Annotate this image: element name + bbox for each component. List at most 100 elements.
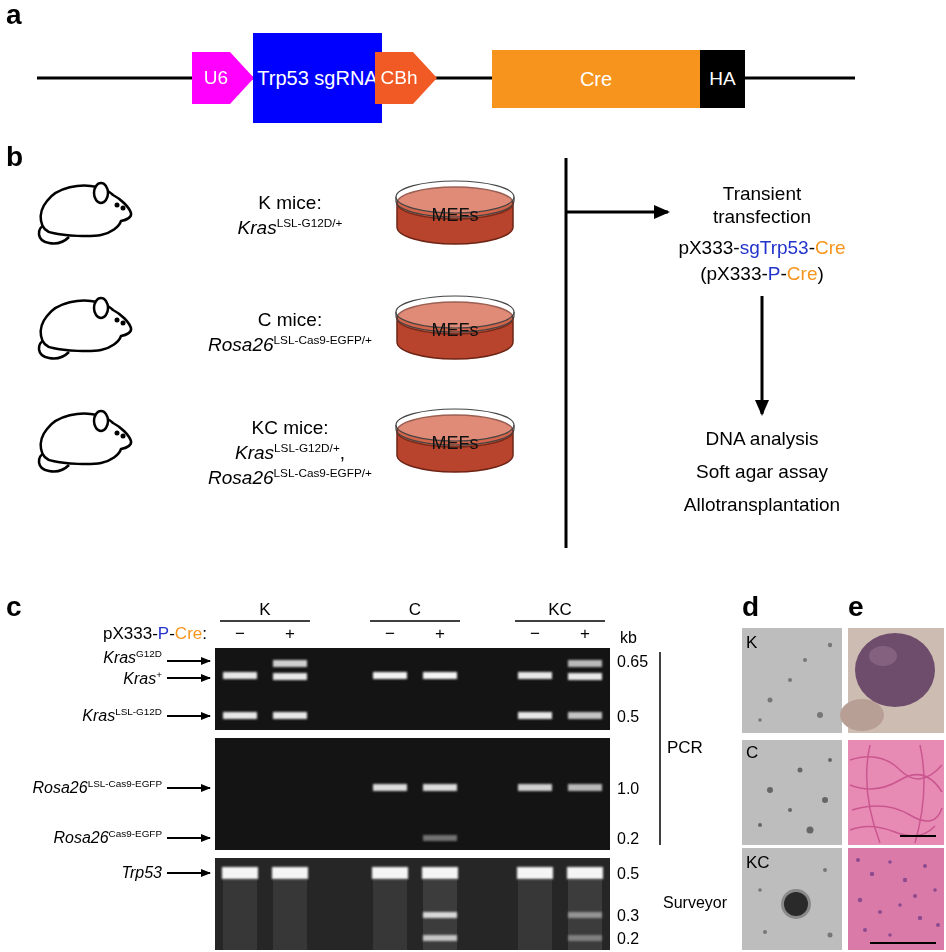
- text-line: 0.2: [617, 929, 639, 948]
- text-line: c: [6, 590, 22, 624]
- label-text: KC: [548, 600, 572, 619]
- label-text: −: [530, 624, 540, 643]
- text-line: K: [746, 633, 757, 653]
- label-text: 0.3: [617, 907, 639, 924]
- gene-name: Kras: [82, 707, 115, 724]
- label-text: KC mice:: [251, 417, 328, 438]
- text-line: d: [742, 590, 759, 624]
- ha-tag-box: HA: [700, 50, 745, 108]
- allele-superscript: LSL-G12D: [115, 706, 162, 717]
- gel-image: [215, 858, 610, 950]
- label-text: ): [817, 263, 823, 284]
- text-line: KrasLSL-G12D/+,: [235, 442, 345, 465]
- group-underline: [515, 620, 605, 622]
- label-text: −: [235, 624, 245, 643]
- gene-name: Rosa26: [208, 334, 274, 355]
- label-text: Allotransplantation: [684, 494, 840, 515]
- gene-name: Kras: [103, 649, 136, 666]
- gene-name: Kras: [238, 217, 277, 238]
- flow-arrow: [566, 211, 668, 214]
- label-text: Soft agar assay: [696, 461, 828, 482]
- node-label: U6: [204, 67, 228, 89]
- mouse-icon: [39, 411, 131, 472]
- node-label: CBh: [381, 67, 418, 89]
- label-text: pX333-: [678, 237, 739, 258]
- label-text: (pX333-: [700, 263, 768, 284]
- label-text: +: [580, 624, 590, 643]
- text-line: Trp53: [121, 863, 162, 882]
- label-text: K: [259, 600, 270, 619]
- micrograph: [742, 628, 842, 950]
- sgrna-box: Trp53 sgRNA: [253, 33, 382, 123]
- allele-superscript: LSL-Cas9-EGFP/+: [274, 333, 372, 346]
- panel-letter: a: [6, 0, 22, 30]
- label-text: ,: [340, 442, 345, 463]
- text-line: 0.65: [617, 652, 648, 671]
- label-text: 0.65: [617, 653, 648, 670]
- allele-superscript: +: [156, 669, 162, 680]
- text-line: pX333-P-Cre:: [103, 624, 207, 644]
- text-line: a: [6, 0, 22, 32]
- text-line: KrasG12D: [103, 648, 162, 667]
- text-line: KC: [548, 600, 572, 620]
- label-text: -: [781, 263, 787, 284]
- label-text: −: [385, 624, 395, 643]
- text-line: Rosa26Cas9-EGFP: [53, 828, 162, 847]
- allele-superscript: LSL-Cas9-EGFP: [88, 778, 162, 789]
- allele-superscript: LSL-G12D/+: [277, 216, 343, 229]
- label-text: DNA analysis: [706, 428, 819, 449]
- group-underline: [220, 620, 310, 622]
- label-text: 0.2: [617, 930, 639, 947]
- label-text: -: [169, 624, 175, 643]
- promoter-arrow: U6: [192, 48, 254, 108]
- text-line: +: [580, 624, 590, 644]
- text-line: Rosa26LSL-Cas9-EGFP/+: [208, 334, 372, 357]
- text-line: K: [259, 600, 270, 620]
- text-line: Soft agar assay: [696, 461, 828, 484]
- allele-superscript: LSL-G12D/+: [274, 441, 340, 454]
- text-line: KrasLSL-G12D: [82, 706, 162, 725]
- label-text: 0.2: [617, 830, 639, 847]
- label-text: sgTrp53: [740, 237, 809, 258]
- node-label: MEFs: [432, 320, 479, 341]
- label-text: Cre: [815, 237, 846, 258]
- tumor-photo: [840, 628, 944, 733]
- gel-image: [215, 738, 610, 850]
- text-line: 0.5: [617, 707, 639, 726]
- label-text: +: [285, 624, 295, 643]
- text-line: e: [848, 590, 864, 624]
- panel-letter: b: [6, 141, 23, 172]
- panel-letter: e: [848, 591, 864, 622]
- label-text: 0.5: [617, 865, 639, 882]
- label-text: P: [158, 624, 169, 643]
- label-text: kb: [620, 629, 637, 646]
- label-text: -: [809, 237, 815, 258]
- mef-dish: MEFs: [395, 177, 515, 249]
- label-text: +: [435, 624, 445, 643]
- mouse-icon: [39, 183, 131, 244]
- gene-name: Kras: [123, 670, 156, 687]
- label-text: P: [768, 263, 781, 284]
- gene-name: Rosa26: [33, 779, 88, 796]
- allele-superscript: Cas9-EGFP: [109, 828, 162, 839]
- label-text: 1.0: [617, 780, 639, 797]
- text-line: kb: [620, 628, 637, 647]
- mouse-icon: [39, 298, 131, 359]
- text-line: Kras+: [123, 669, 162, 688]
- node-label: Trp53 sgRNA: [257, 67, 377, 90]
- flow-arrow: [761, 296, 764, 414]
- label-text: Cre: [175, 624, 202, 643]
- allele-superscript: G12D: [136, 648, 162, 659]
- label-text: C: [409, 600, 421, 619]
- text-line: K mice:: [258, 192, 321, 215]
- text-line: pX333-sgTrp53-Cre: [678, 237, 845, 260]
- text-line: Allotransplantation: [684, 494, 840, 517]
- gene-name: Kras: [235, 442, 274, 463]
- node-label: HA: [709, 68, 735, 90]
- text-line: 0.2: [617, 829, 639, 848]
- panel-letter: c: [6, 591, 22, 622]
- node-label: Cre: [580, 68, 612, 91]
- text-line: DNA analysis: [706, 428, 819, 451]
- gene-name: Rosa26: [208, 467, 274, 488]
